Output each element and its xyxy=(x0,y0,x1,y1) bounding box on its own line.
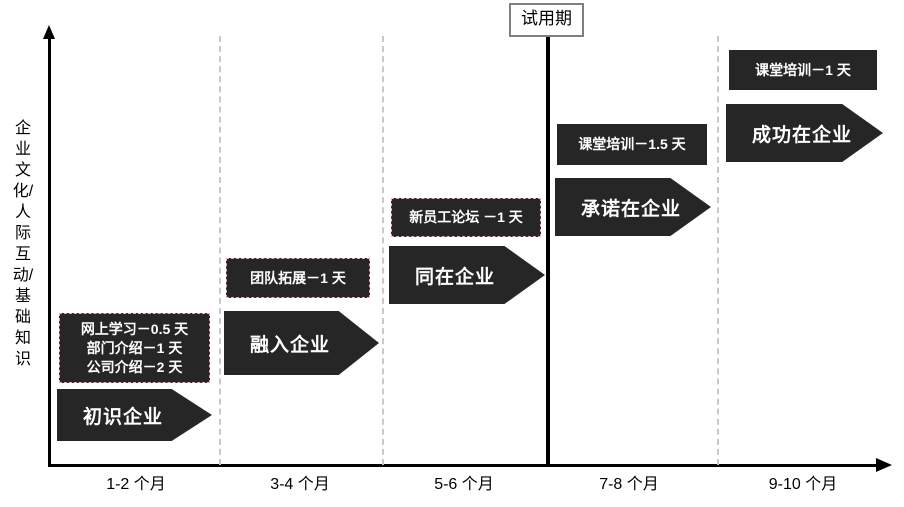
stage-1-detail-line-3: 公司介绍－2 天 xyxy=(86,358,183,375)
stage-4-detail-box: 课堂培训－1.5 天 xyxy=(557,124,707,165)
stage-3-arrow: 同在企业 xyxy=(389,246,545,304)
stage-2-arrow: 融入企业 xyxy=(224,311,379,375)
x-axis-arrowhead-icon xyxy=(876,458,892,472)
stage-5-arrow: 成功在企业 xyxy=(726,104,883,162)
y-axis-label: 企业文化/人际互动/基础知识 xyxy=(12,120,34,368)
stage-5-detail-line-1: 课堂培训－1 天 xyxy=(755,61,851,78)
column-divider-2 xyxy=(382,36,384,465)
stage-1-detail-box: 网上学习－0.5 天 部门介绍－1 天 公司介绍－2 天 xyxy=(59,313,210,383)
stage-4-arrow: 承诺在企业 xyxy=(555,178,711,236)
stage-1-detail-line-1: 网上学习－0.5 天 xyxy=(80,320,189,337)
stage-4-arrow-label: 承诺在企业 xyxy=(581,198,682,220)
x-tick-label-2: 3-4 个月 xyxy=(270,476,330,493)
y-axis-arrowhead-icon xyxy=(43,25,55,39)
x-tick-label-5: 9-10 个月 xyxy=(768,476,838,493)
stage-3-detail-line-1: 新员工论坛 －1 天 xyxy=(409,209,523,225)
column-divider-4 xyxy=(717,36,719,465)
stage-3-arrow-label: 同在企业 xyxy=(415,266,496,288)
stage-2-detail-box: 团队拓展－1 天 xyxy=(226,258,370,298)
stage-5-detail-box: 课堂培训－1 天 xyxy=(729,50,877,90)
x-tick-label-4: 7-8 个月 xyxy=(599,476,659,493)
stage-1-arrow: 初识企业 xyxy=(57,389,212,441)
stage-3-detail-box: 新员工论坛 －1 天 xyxy=(391,198,541,237)
stage-5-arrow-label: 成功在企业 xyxy=(752,124,853,146)
stage-2-detail-line-1: 团队拓展－1 天 xyxy=(250,269,346,286)
stage-2-arrow-label: 融入企业 xyxy=(250,334,331,356)
stage-1-arrow-label: 初识企业 xyxy=(83,406,164,428)
probation-marker-label: 试用期 xyxy=(509,3,584,37)
stage-1-detail-line-2: 部门介绍－1 天 xyxy=(86,339,183,356)
probation-divider-line xyxy=(546,33,550,465)
column-divider-1 xyxy=(219,36,221,465)
x-tick-label-3: 5-6 个月 xyxy=(434,476,494,493)
x-axis-line xyxy=(48,464,886,467)
y-axis-line xyxy=(48,36,51,466)
stage-4-detail-line-1: 课堂培训－1.5 天 xyxy=(578,136,686,152)
x-tick-label-1: 1-2 个月 xyxy=(106,476,166,493)
